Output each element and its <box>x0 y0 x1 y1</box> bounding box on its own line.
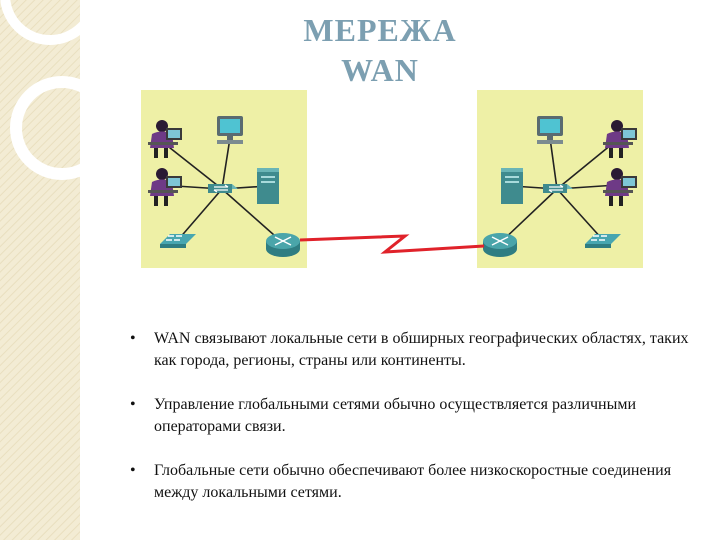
router-icon <box>482 232 518 258</box>
server-icon <box>501 168 523 204</box>
bullet-item: • Управление глобальными сетями обычно ос… <box>130 394 690 438</box>
bullet-dot-icon: • <box>130 330 136 347</box>
router-icon <box>265 232 301 258</box>
slide-title: МЕРЕЖА WAN <box>240 10 520 90</box>
bullet-dot-icon: • <box>130 396 136 413</box>
decorative-side-strip <box>0 0 80 540</box>
bullet-item: • Глобальные сети обычно обеспечивают бол… <box>130 460 690 504</box>
bullet-dot-icon: • <box>130 462 136 479</box>
bullet-text: Управление глобальными сетями обычно осу… <box>154 396 637 435</box>
title-line-2: WAN <box>341 52 419 88</box>
bullet-item: • WAN связывают локальные сети в обширных… <box>130 328 690 372</box>
bullet-list: • WAN связывают локальные сети в обширных… <box>130 328 690 526</box>
decorative-circles <box>0 0 80 540</box>
title-line-1: МЕРЕЖА <box>303 12 457 48</box>
wan-diagram <box>141 90 643 268</box>
wan-link <box>299 234 485 254</box>
bullet-text: Глобальные сети обычно обеспечивают боле… <box>154 462 672 501</box>
bullet-text: WAN связывают локальные сети в обширных … <box>154 330 689 369</box>
server-icon <box>257 168 279 204</box>
